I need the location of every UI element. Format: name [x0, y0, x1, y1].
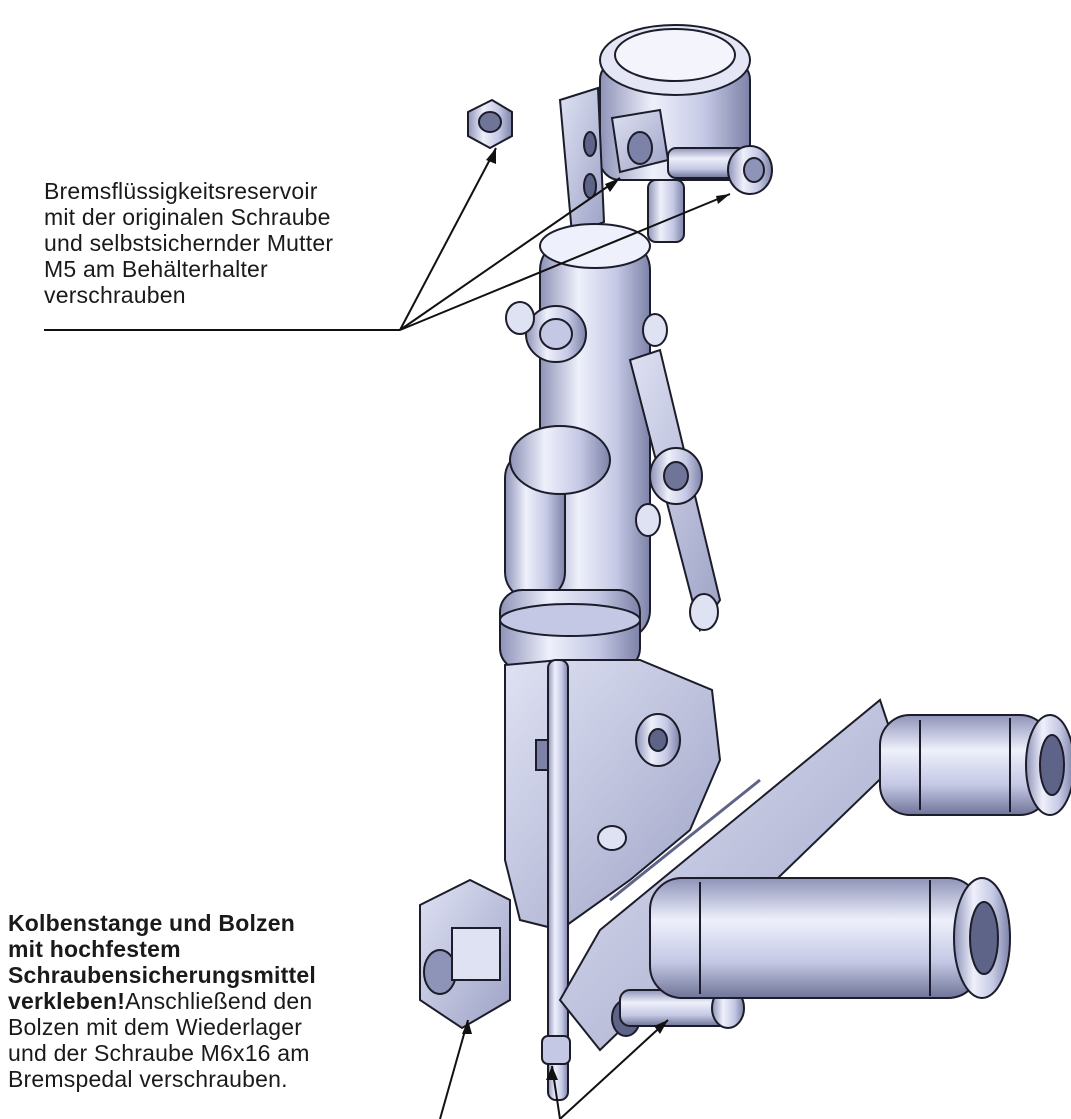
brake-pedal — [558, 698, 902, 1052]
reservoir-instruction-text: Bremsflüssigkeitsreservoir mit der origi… — [44, 178, 334, 308]
master-cylinder — [499, 223, 668, 671]
reservoir-screw — [667, 145, 773, 195]
m5-lock-nut — [467, 98, 513, 150]
linkage-arm — [628, 348, 722, 633]
piston-rod-instruction: Kolbenstange und Bolzen mit hochfestem S… — [8, 910, 408, 1092]
brake-fluid-reservoir — [599, 24, 751, 243]
reservoir-bracket — [558, 86, 606, 236]
clevis-bearing — [419, 878, 511, 1030]
piston-rod-instruction-regular: Anschließend den Bolzen mit dem Wiederla… — [8, 988, 313, 1092]
upper-footpeg — [879, 714, 1071, 816]
leader-lines — [44, 147, 731, 1119]
leader-arrowheads — [462, 148, 730, 1080]
piston-rod-instruction-bold: Kolbenstange und Bolzen mit hochfestem S… — [8, 910, 316, 1014]
lower-footpeg — [649, 877, 1011, 999]
